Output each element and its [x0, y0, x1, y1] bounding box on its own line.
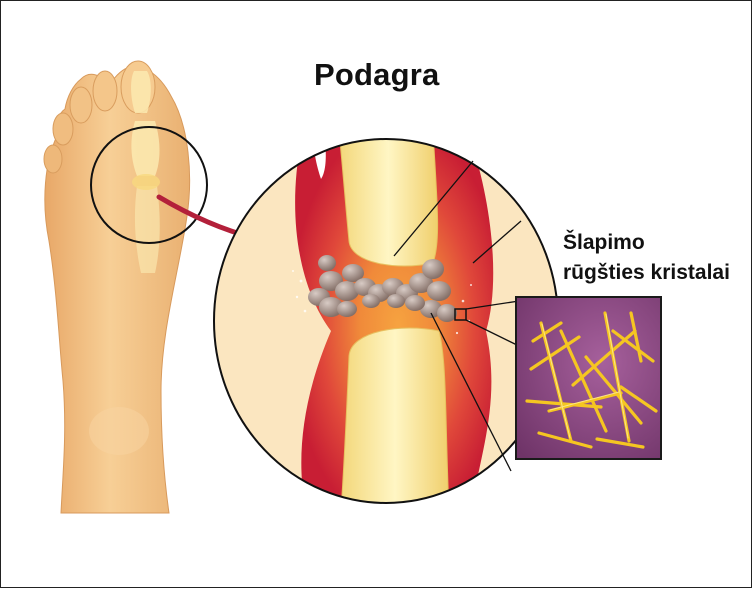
crystal-label-line1: Šlapimo — [563, 231, 645, 255]
crystal-inset — [516, 297, 661, 459]
foot-illustration — [44, 61, 207, 513]
page-title: Podagra — [314, 57, 439, 93]
crystal-label-line2: rūgšties kristalai — [563, 261, 730, 285]
